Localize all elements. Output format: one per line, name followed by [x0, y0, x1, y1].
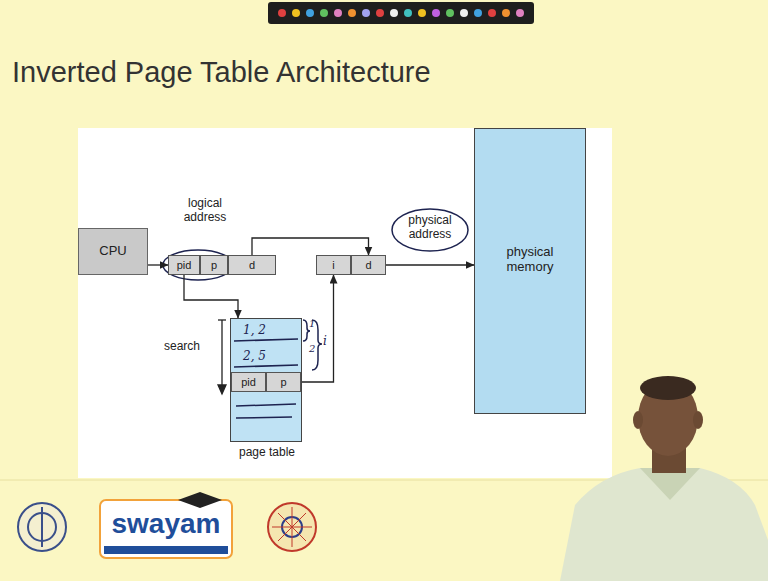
connector-arrow — [301, 275, 334, 382]
node-text: p — [211, 259, 217, 272]
slide-title: Inverted Page Table Architecture — [12, 56, 431, 89]
figure-panel — [78, 128, 612, 478]
table-caption: page table — [211, 446, 323, 460]
handwritten-brace — [303, 320, 310, 341]
address-field: i — [316, 255, 351, 275]
address-field: pid — [168, 255, 200, 275]
table-row: 2, 5 — [231, 343, 301, 371]
table-cell: p — [266, 372, 301, 392]
search-arrow — [218, 320, 226, 394]
iit-logo — [18, 503, 66, 551]
field-caption: logical address — [174, 197, 236, 225]
node-text: 1, 2 — [243, 324, 266, 338]
callout-number: 2 — [309, 343, 319, 355]
handwritten-oval — [163, 250, 233, 280]
address-field: d — [228, 255, 276, 275]
toolbar — [268, 2, 534, 24]
node-text: d — [365, 259, 371, 272]
table-row: 1, 2 — [231, 319, 301, 343]
logo-text: swayam — [108, 508, 224, 540]
annotations — [163, 209, 468, 370]
node-text: i — [332, 259, 334, 272]
page-table: page table1, 22, 5pidp — [230, 318, 302, 442]
node-text: p — [280, 376, 286, 389]
connector-arrow — [148, 264, 168, 265]
node-text: pid — [177, 259, 192, 272]
node-text: pid — [241, 376, 256, 389]
address-field: d — [351, 255, 386, 275]
search-label: search — [164, 340, 214, 354]
node-text: d — [249, 259, 255, 272]
node-text: 2, 5 — [243, 350, 266, 364]
toolbar-icons — [278, 9, 524, 17]
connector-arrow — [252, 238, 369, 255]
memory-box: physical memory — [474, 128, 586, 414]
connector-arrow — [386, 264, 474, 265]
node-text: physical memory — [495, 245, 565, 275]
table-cell: pid — [231, 372, 266, 392]
presenter — [560, 376, 768, 581]
callout-number: i — [323, 335, 331, 349]
callout-number: 1 — [309, 318, 319, 330]
cpu-box: CPU — [78, 228, 148, 275]
handwritten-oval — [392, 209, 468, 251]
edge-label: physical address — [399, 214, 461, 242]
address-field: p — [200, 255, 228, 275]
node-text: CPU — [99, 244, 126, 259]
connector-arrow — [184, 275, 238, 318]
nptel-logo — [268, 503, 316, 551]
swayam-logo — [100, 492, 232, 558]
